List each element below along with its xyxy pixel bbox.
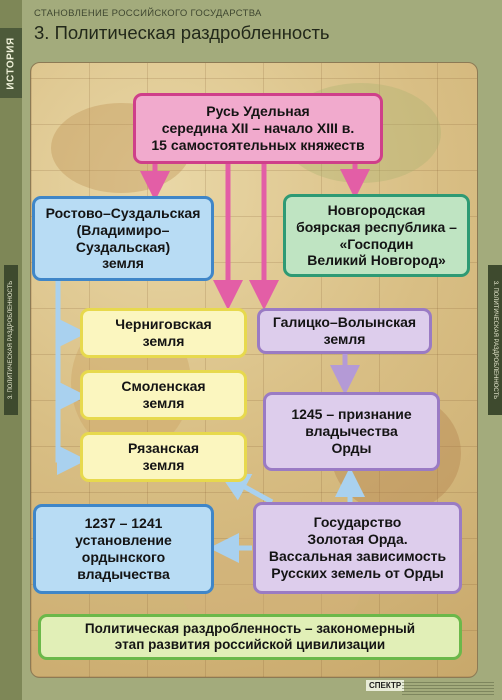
box-golden-horde-text: Государство Золотая Орда. Вассальная зав…: [268, 514, 447, 581]
publisher-logo: СПЕКТР: [366, 680, 405, 691]
box-rostov-suzdal: Ростово–Суздальская (Владимиро– Суздальс…: [32, 196, 214, 281]
box-novgorod: Новгородская боярская республика – «Госп…: [283, 194, 470, 277]
series-title: СТАНОВЛЕНИЕ РОССИЙСКОГО ГОСУДАРСТВА: [34, 8, 262, 19]
box-galich-volyn: Галицко–Волынская земля: [257, 308, 432, 354]
side-tab-left: 3. ПОЛИТИЧЕСКАЯ РАЗДРОБЛЕННОСТЬ: [4, 265, 18, 415]
box-smolensk: Смоленская земля: [80, 370, 247, 420]
box-conclusion-text: Политическая раздробленность – закономер…: [84, 620, 416, 652]
box-novgorod-text: Новгородская боярская республика – «Госп…: [296, 201, 457, 269]
box-rostov-suzdal-text: Ростово–Суздальская (Владимиро– Суздальс…: [45, 204, 201, 272]
side-tab-right: 3. ПОЛИТИЧЕСКАЯ РАЗДРОБЛЕННОСТЬ: [488, 265, 502, 415]
box-galich-volyn-text: Галицко–Волынская земля: [272, 314, 417, 347]
box-horde-yoke: 1237 – 1241 установление ордынского влад…: [33, 504, 214, 594]
box-smolensk-text: Смоленская земля: [121, 378, 206, 411]
box-orda-recognition-text: 1245 – признание владычества Орды: [291, 406, 412, 456]
box-rus-udelnaya: Русь Удельная середина XII – начало XIII…: [133, 93, 383, 164]
box-conclusion: Политическая раздробленность – закономер…: [38, 614, 462, 660]
subject-label: ИСТОРИЯ: [5, 36, 17, 90]
page-title: 3. Политическая раздробленность: [34, 22, 330, 43]
box-chernigov: Черниговская земля: [80, 308, 247, 358]
box-ryazan-text: Рязанская земля: [127, 440, 200, 473]
box-golden-horde: Государство Золотая Орда. Вассальная зав…: [253, 502, 462, 594]
publisher-fine-print: [402, 681, 494, 695]
box-orda-recognition: 1245 – признание владычества Орды: [263, 392, 440, 471]
subject-tab: ИСТОРИЯ: [0, 28, 22, 98]
side-tab-left-label: 3. ПОЛИТИЧЕСКАЯ РАЗДРОБЛЕННОСТЬ: [8, 280, 15, 400]
box-chernigov-text: Черниговская земля: [115, 316, 212, 349]
box-horde-yoke-text: 1237 – 1241 установление ордынского влад…: [75, 515, 172, 582]
box-ryazan: Рязанская земля: [80, 432, 247, 482]
side-tab-right-label: 3. ПОЛИТИЧЕСКАЯ РАЗДРОБЛЕННОСТЬ: [492, 280, 499, 400]
box-rus-udelnaya-text: Русь Удельная середина XII – начало XIII…: [151, 103, 365, 153]
